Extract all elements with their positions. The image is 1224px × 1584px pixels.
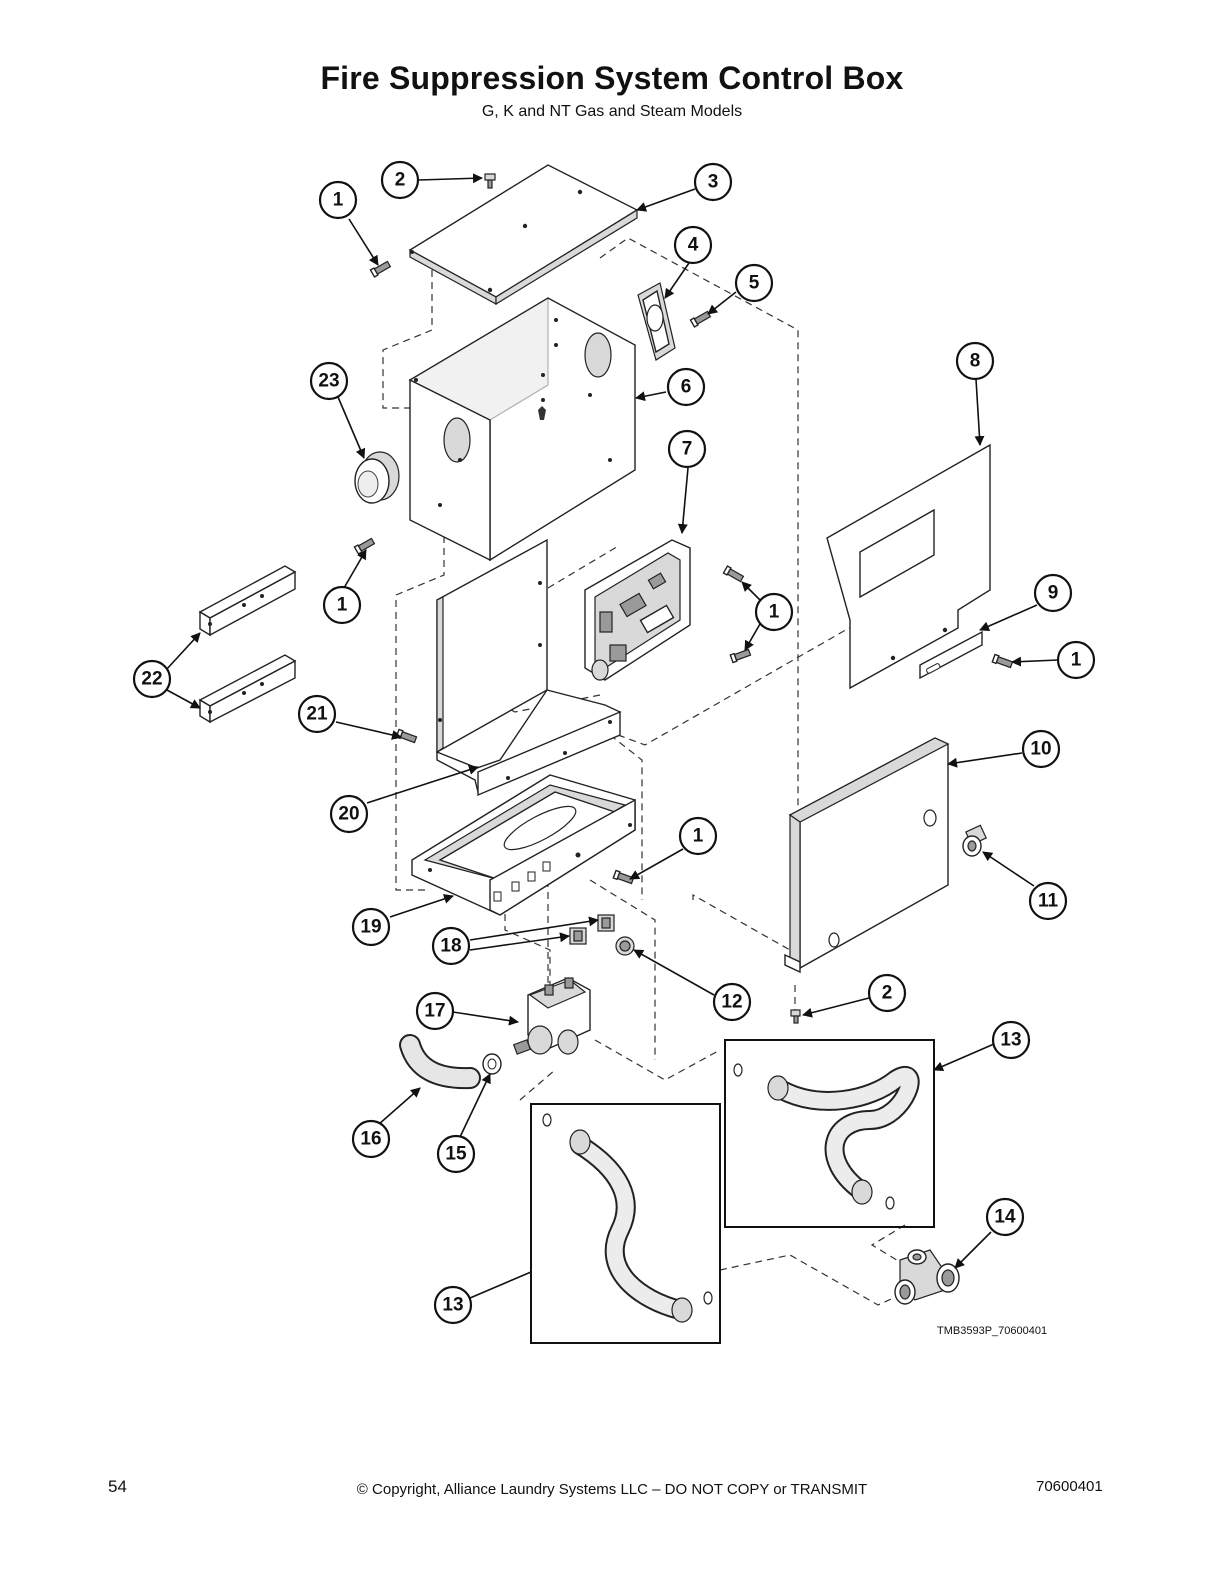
short-hose-part (399, 1034, 481, 1090)
svg-text:12: 12 (721, 992, 742, 1013)
leader-lines (165, 173, 1059, 1299)
control-board-part (584, 539, 691, 681)
callout-5: 5 (734, 263, 774, 303)
svg-text:13: 13 (1000, 1030, 1021, 1051)
svg-text:1: 1 (337, 595, 348, 616)
callout-2: 2 (380, 160, 420, 200)
document-number: 70600401 (1036, 1478, 1103, 1495)
clamp-part (482, 1053, 502, 1075)
hose-frame-upper (724, 1039, 935, 1228)
hose-part-upper (733, 1063, 920, 1210)
callout-20: 20 (329, 794, 369, 834)
copyright-notice: © Copyright, Alliance Laundry Systems LL… (356, 1481, 868, 1498)
callout-8: 8 (955, 341, 995, 381)
callout-13: 13 (991, 1020, 1031, 1060)
callout-12: 12 (712, 982, 752, 1022)
callout-1c: 1 (754, 592, 794, 632)
screw-part-2-top (484, 173, 496, 189)
lock-part (962, 824, 988, 857)
callout-18: 18 (431, 926, 471, 966)
callout-22: 22 (132, 659, 172, 699)
callout-17: 17 (415, 991, 455, 1031)
callout-23: 23 (309, 361, 349, 401)
svg-text:2: 2 (395, 170, 406, 191)
figure-reference-code: TMB3593P_70600401 (937, 1325, 1048, 1337)
svg-text:7: 7 (682, 439, 693, 460)
svg-text:20: 20 (338, 804, 359, 825)
callout-9: 9 (1033, 573, 1073, 613)
hose-part-lower (542, 1113, 713, 1323)
callout-6: 6 (666, 367, 706, 407)
svg-text:3: 3 (708, 172, 719, 193)
svg-text:2: 2 (882, 983, 893, 1004)
page-subtitle: G, K and NT Gas and Steam Models (481, 103, 743, 120)
callout-15: 15 (436, 1134, 476, 1174)
callout-1: 1 (318, 180, 358, 220)
callout-1d: 1 (1056, 640, 1096, 680)
switches-part (569, 914, 635, 956)
svg-text:22: 22 (141, 669, 162, 690)
top-cover-part (408, 164, 639, 306)
callout-19: 19 (351, 907, 391, 947)
svg-text:14: 14 (994, 1207, 1016, 1228)
callout-16: 16 (351, 1119, 391, 1159)
svg-text:17: 17 (424, 1001, 445, 1022)
callout-3: 3 (693, 162, 733, 202)
svg-text:16: 16 (360, 1129, 381, 1150)
rails-part (198, 565, 297, 724)
callout-7: 7 (667, 429, 707, 469)
svg-text:18: 18 (440, 936, 461, 957)
svg-text:23: 23 (318, 371, 339, 392)
svg-text:1: 1 (1071, 650, 1082, 671)
svg-text:19: 19 (360, 917, 381, 938)
mounting-plate-part (436, 538, 622, 797)
valve-part (512, 977, 591, 1055)
callout-1b: 1 (322, 585, 362, 625)
callout-4: 4 (673, 225, 713, 265)
svg-text:6: 6 (681, 377, 692, 398)
callout-13b: 13 (433, 1285, 473, 1325)
panel-part (826, 443, 991, 690)
svg-text:21: 21 (306, 704, 328, 725)
bottom-tray-part (411, 774, 636, 916)
page-title: Fire Suppression System Control Box (320, 60, 904, 96)
page-number: 54 (108, 1477, 127, 1496)
gasket-part (637, 282, 676, 361)
svg-text:9: 9 (1048, 583, 1059, 604)
svg-text:5: 5 (749, 273, 760, 294)
bracket-part (919, 630, 983, 680)
svg-text:15: 15 (445, 1144, 467, 1165)
svg-text:1: 1 (769, 602, 780, 623)
tee-fitting-part (894, 1249, 960, 1305)
callout-11: 11 (1028, 881, 1068, 921)
main-housing-part (408, 296, 636, 562)
svg-text:10: 10 (1030, 739, 1051, 760)
callout-2b: 2 (867, 973, 907, 1013)
callout-14: 14 (985, 1197, 1025, 1237)
screw-part-2-bottom (790, 1009, 801, 1024)
svg-text:8: 8 (970, 351, 981, 372)
assembly-guide-lines (382, 200, 949, 1306)
svg-text:13: 13 (442, 1295, 463, 1316)
svg-text:11: 11 (1038, 891, 1059, 912)
svg-text:1: 1 (693, 826, 704, 847)
front-door-part (784, 737, 950, 974)
svg-text:1: 1 (333, 190, 344, 211)
hose-frame-lower (530, 1103, 721, 1344)
knob-part (354, 451, 400, 504)
callout-21: 21 (297, 694, 337, 734)
callout-1e: 1 (678, 816, 718, 856)
svg-text:4: 4 (688, 235, 699, 256)
callout-10: 10 (1021, 729, 1061, 769)
